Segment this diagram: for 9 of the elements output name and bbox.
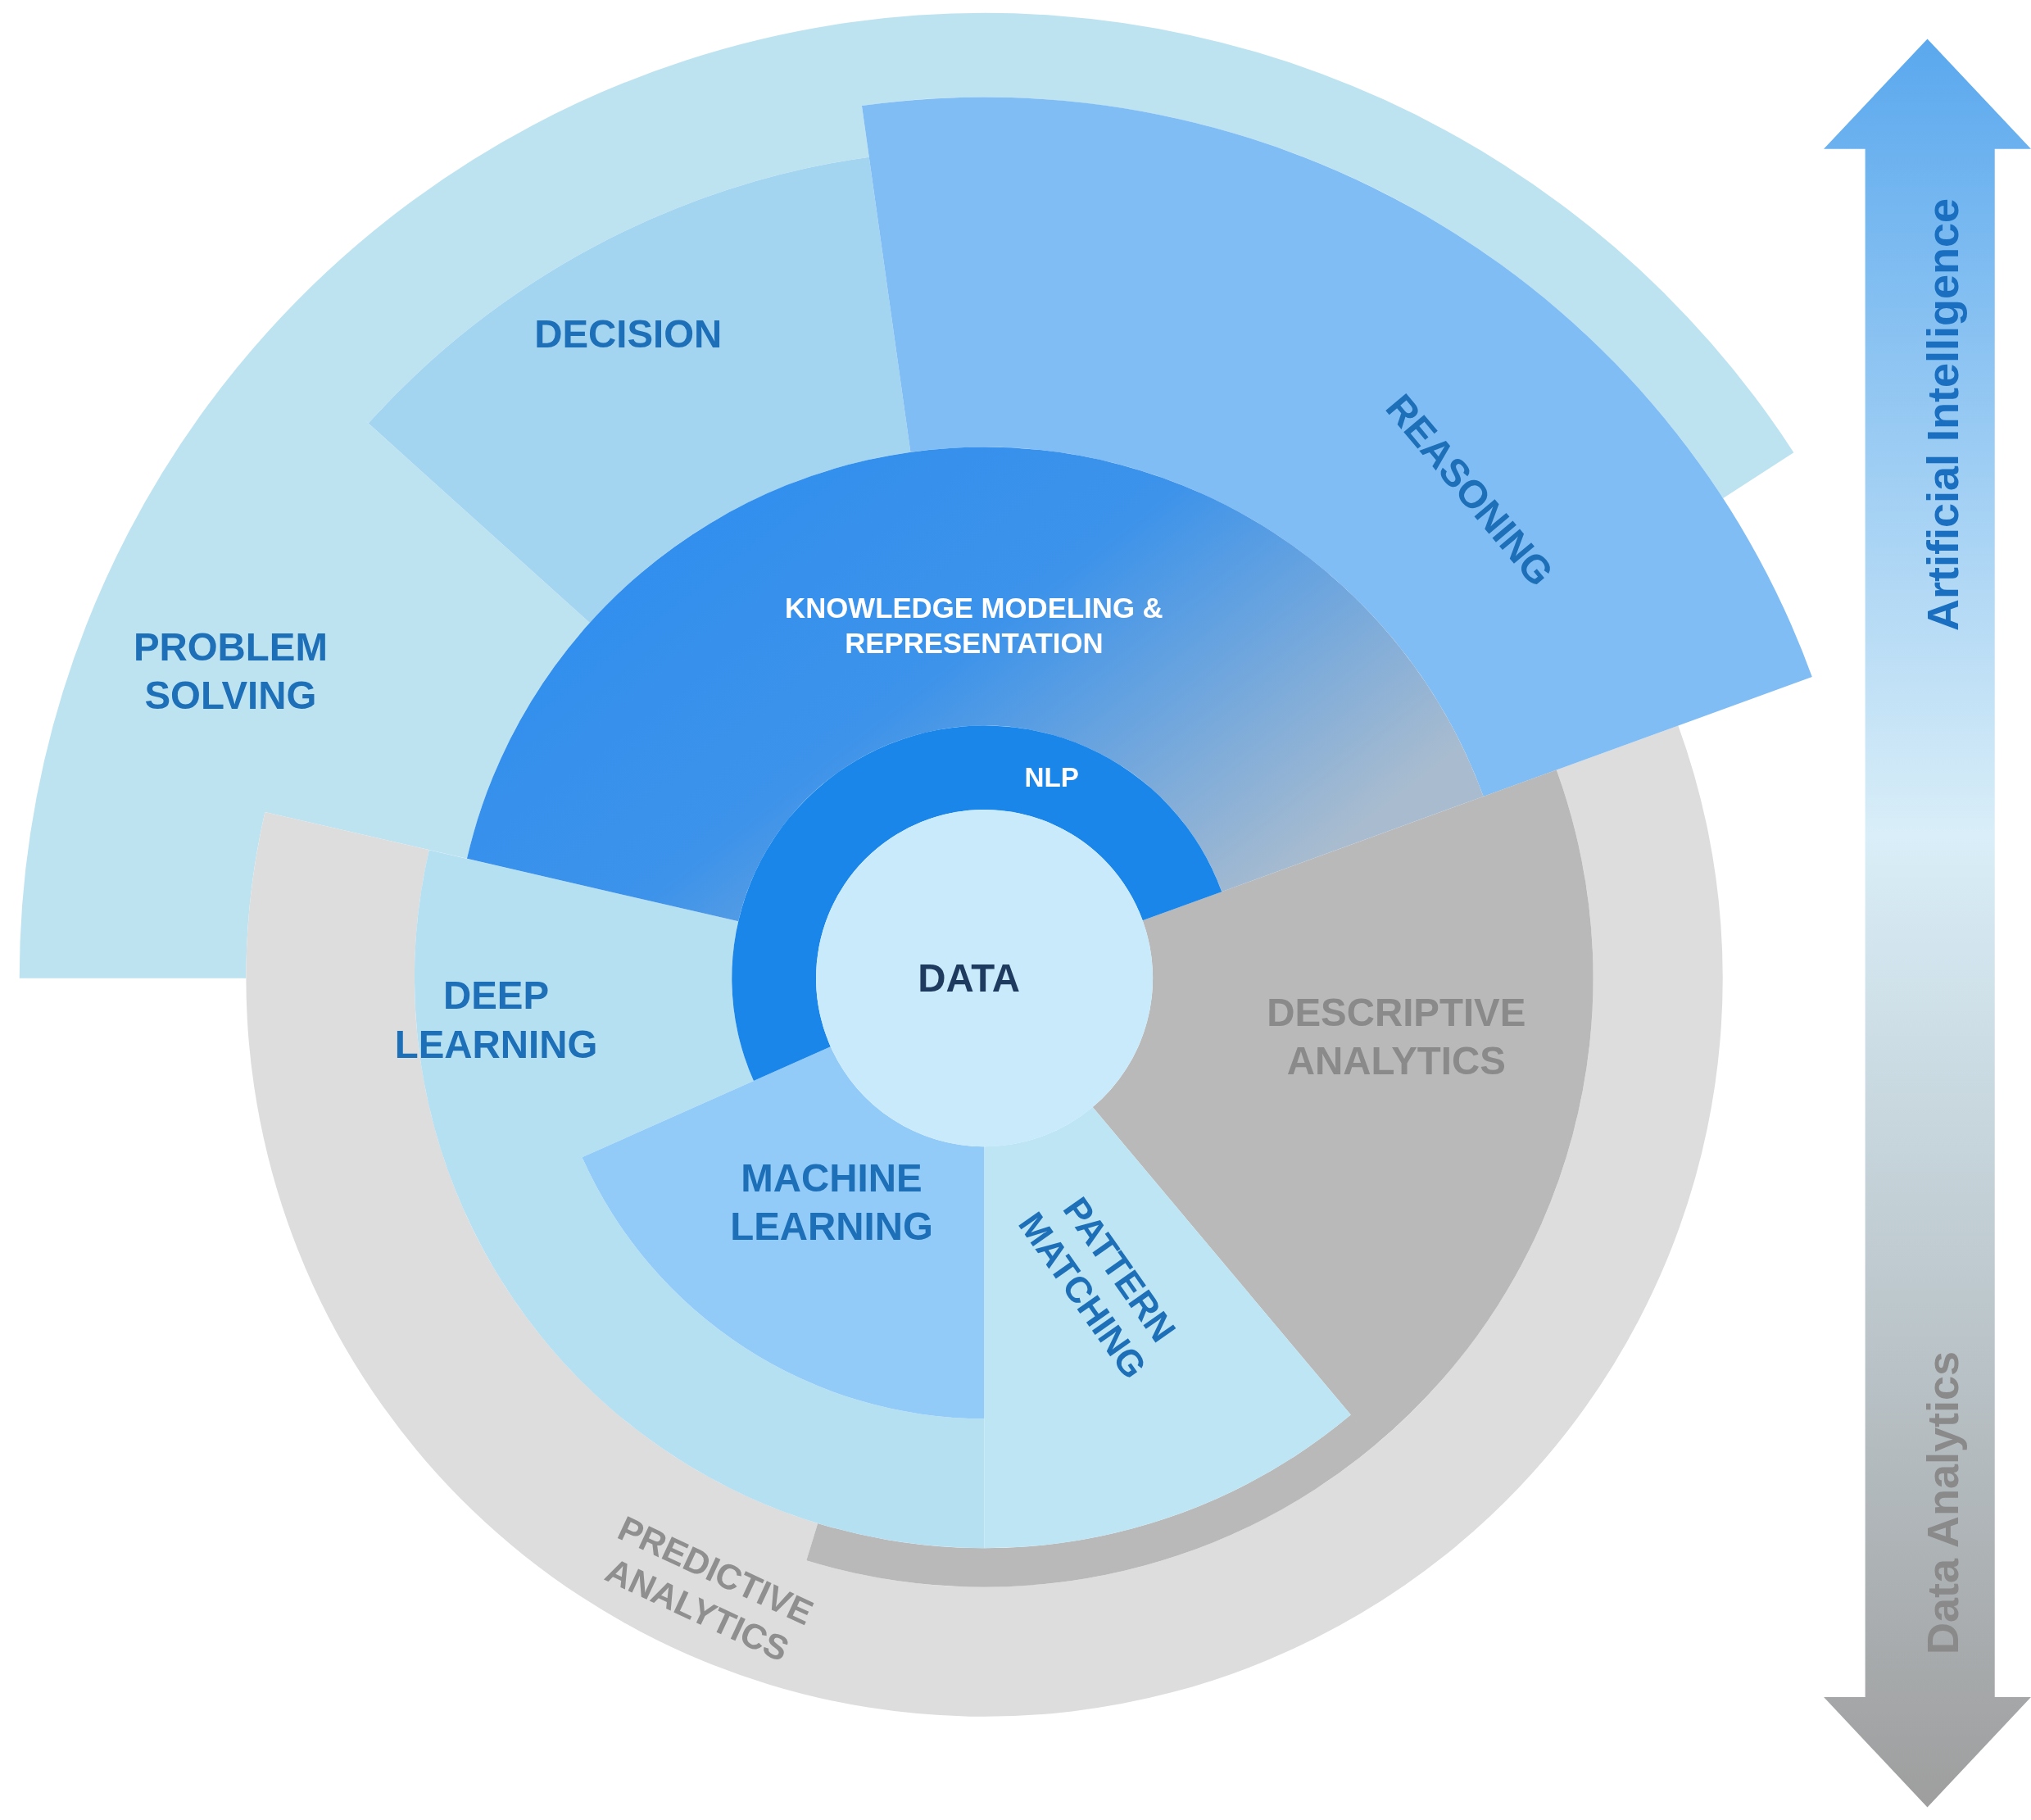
sector-label: DEEP LEARNING [393,972,599,1068]
sector-label: DATA [917,955,1021,1001]
sector-label: MACHINE LEARNING [729,1155,934,1250]
sector-label: KNOWLEDGE MODELING & REPRESENTATION [784,591,1164,660]
axis-label: Artificial Intelligence [1917,197,1968,631]
predictive-analytics-band [246,725,1723,1716]
sector-label: DECISION [533,311,723,358]
sector-label: PROBLEM SOLVING [132,624,329,719]
sector-label: NLP [1023,760,1080,794]
